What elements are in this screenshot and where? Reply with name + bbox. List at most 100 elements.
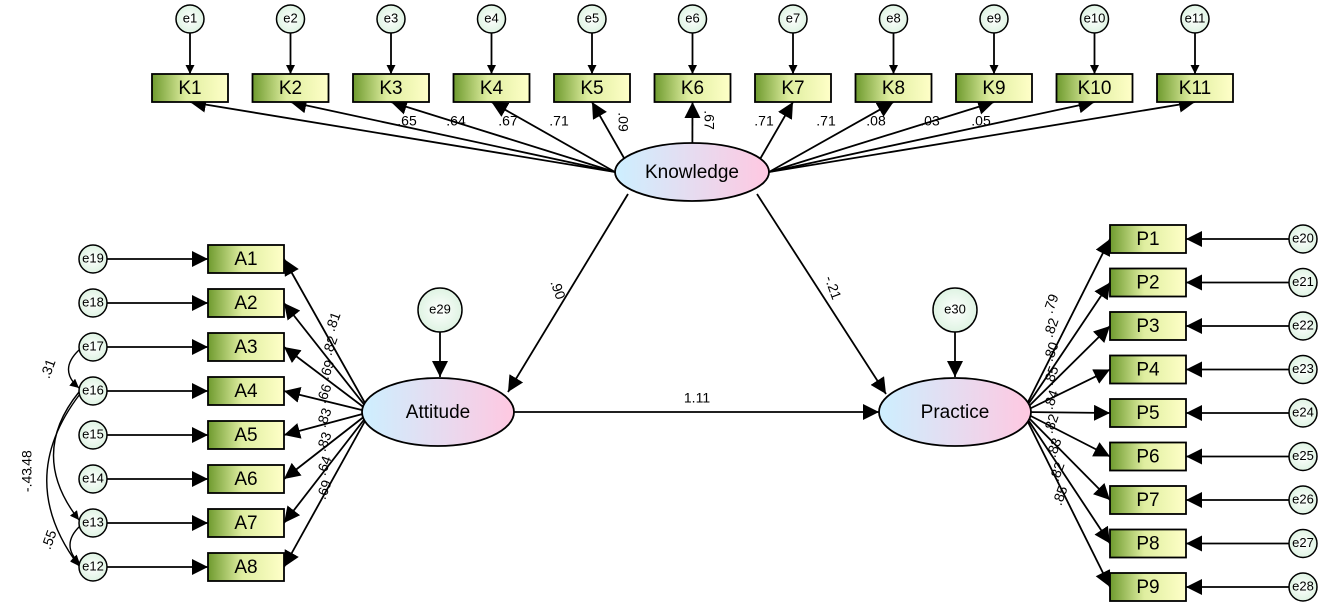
error-term-circle [175, 4, 205, 34]
observed-item-label: A5 [234, 425, 257, 446]
loading-arrow [1022, 411, 1111, 458]
observed-item-box [754, 73, 832, 103]
observed-item-label: K2 [279, 78, 302, 99]
observed-item-box [452, 73, 531, 103]
observed-item-label: A4 [234, 381, 258, 402]
error-term-circle [577, 4, 607, 34]
error-term-circle [1288, 267, 1318, 298]
loading-coefficient: .82 [1046, 459, 1068, 483]
loading-coefficient: .83 [313, 429, 335, 453]
observed-item-label: A2 [234, 293, 257, 314]
observed-item-box [207, 376, 285, 406]
observed-item-box [1109, 224, 1187, 254]
latent-practice-ellipse [878, 377, 1032, 447]
error-term-label: e2 [283, 10, 297, 25]
error-term-label: e3 [384, 10, 398, 25]
loading-coefficient: .64 [313, 453, 335, 477]
disturbance-label: e29 [429, 301, 451, 316]
observed-item-box [1109, 485, 1187, 515]
error-term-label: e27 [1292, 535, 1314, 550]
observed-item-box [1109, 354, 1187, 385]
loading-coefficient: .71 [754, 113, 774, 129]
observed-item-box [1109, 528, 1187, 559]
latent-practice-label: Practice [921, 402, 990, 423]
loading-coefficient: .84 [1040, 387, 1062, 411]
error-term-label: e12 [82, 558, 104, 573]
loading-arrow [1022, 411, 1111, 501]
error-term-label: e18 [82, 294, 104, 309]
error-term-circle [78, 552, 108, 582]
loading-coefficient: .81 [322, 309, 344, 333]
error-term-circle [1288, 224, 1318, 254]
error-term-label: e5 [585, 10, 599, 25]
loading-arrow [491, 101, 616, 173]
disturbance-label: e30 [944, 301, 966, 316]
loading-coefficient: .69 [316, 357, 338, 381]
loading-arrow [283, 258, 371, 413]
error-term-circle [1288, 572, 1318, 602]
loading-arrow [1022, 281, 1111, 413]
observed-item-box [1109, 572, 1187, 602]
observed-item-box [151, 73, 229, 103]
observed-item-label: P5 [1136, 403, 1159, 424]
loading-coefficient: .85 [1049, 483, 1071, 507]
loading-arrow [1022, 368, 1111, 413]
observed-item-label: P8 [1136, 534, 1159, 555]
loading-arrow [390, 99, 616, 173]
error-term-circle [1288, 398, 1318, 428]
observed-item-label: K8 [882, 78, 905, 99]
loading-arrow [283, 346, 371, 413]
error-term-circle [1288, 354, 1318, 385]
observed-item-box [955, 73, 1033, 103]
error-term-label: e19 [82, 250, 104, 265]
error-term-circle [778, 4, 808, 34]
loading-arrow [1022, 404, 1111, 421]
loading-coefficient: .08 [866, 113, 886, 129]
observed-item-label: K6 [681, 78, 704, 99]
error-term-circle [476, 4, 507, 34]
error-term-label: e15 [82, 426, 104, 441]
error-term-label: e9 [987, 10, 1001, 25]
observed-item-box [207, 420, 285, 450]
loading-arrow [1022, 411, 1111, 588]
error-term-circle [1288, 485, 1318, 515]
covariance-e16-e12 [46, 384, 90, 567]
covariance-coefficient: .31 [37, 356, 59, 380]
error-term-label: e26 [1292, 491, 1314, 506]
loading-coefficient: .83 [313, 405, 335, 429]
error-term-label: e13 [82, 514, 104, 529]
observed-item-label: P6 [1136, 447, 1159, 468]
loading-arrow [1022, 238, 1111, 413]
loading-coefficient: .69 [313, 477, 335, 501]
observed-item-box [1109, 441, 1187, 472]
loading-coefficient: .66 [313, 381, 335, 405]
observed-item-label: K1 [178, 78, 201, 99]
observed-item-label: P1 [1136, 229, 1159, 250]
error-term-label: e10 [1084, 10, 1106, 25]
covariance-e13-e12 [69, 516, 90, 565]
error-term-label: e22 [1292, 317, 1314, 332]
error-term-circle [1288, 311, 1318, 341]
observed-item-label: K10 [1078, 78, 1112, 99]
structural-path-knowledge-attitude [507, 193, 629, 393]
observed-item-label: P2 [1136, 273, 1159, 294]
error-term-label: e6 [685, 10, 699, 25]
observed-item-label: A7 [234, 513, 257, 534]
loading-coefficient: .82 [319, 333, 341, 357]
error-term-circle [878, 4, 909, 34]
observed-item-label: P7 [1136, 490, 1159, 511]
error-term-circle [677, 4, 708, 34]
latent-attitude-ellipse [361, 377, 515, 447]
loading-arrow [768, 101, 894, 173]
loading-coefficient: .71 [549, 113, 569, 129]
error-term-circle [275, 4, 306, 34]
loading-arrow [283, 387, 371, 413]
latent-knowledge-label: Knowledge [645, 162, 739, 183]
covariance-e17-e16 [67, 340, 89, 389]
loading-coefficient: .71 [816, 113, 836, 129]
observed-item-box [207, 552, 285, 582]
error-term-circle [78, 244, 108, 274]
loading-arrow [768, 96, 1196, 173]
error-term-circle [78, 288, 108, 318]
